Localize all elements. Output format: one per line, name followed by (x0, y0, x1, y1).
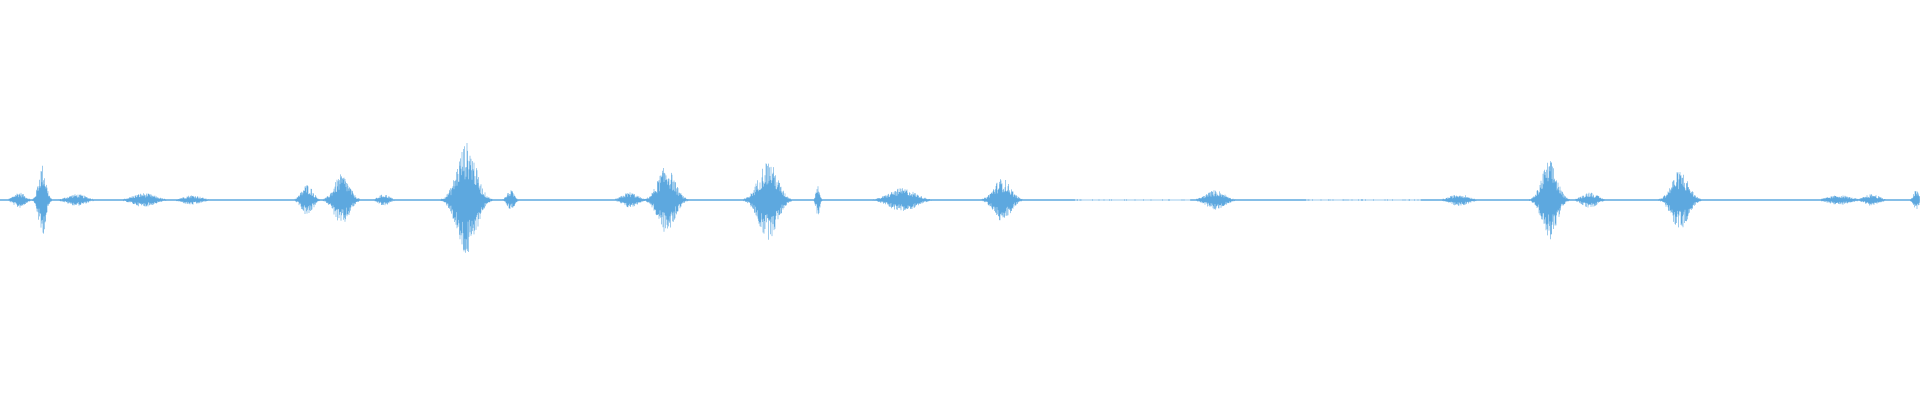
waveform-path (0, 143, 1920, 253)
waveform-bars (0, 143, 1920, 253)
